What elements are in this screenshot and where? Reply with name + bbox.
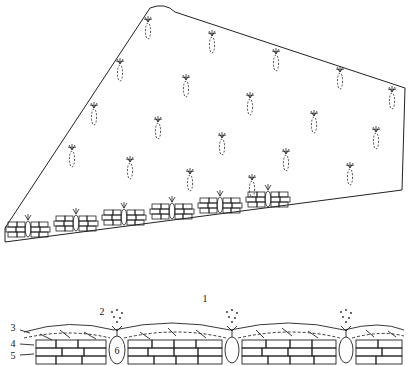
callout-number: 2	[100, 307, 105, 317]
callout-number: 5	[11, 351, 16, 361]
callout-number: 3	[11, 323, 16, 333]
callout-number: 6	[115, 346, 120, 356]
callout-number: 4	[11, 339, 16, 349]
callout-number: 1	[203, 294, 208, 304]
